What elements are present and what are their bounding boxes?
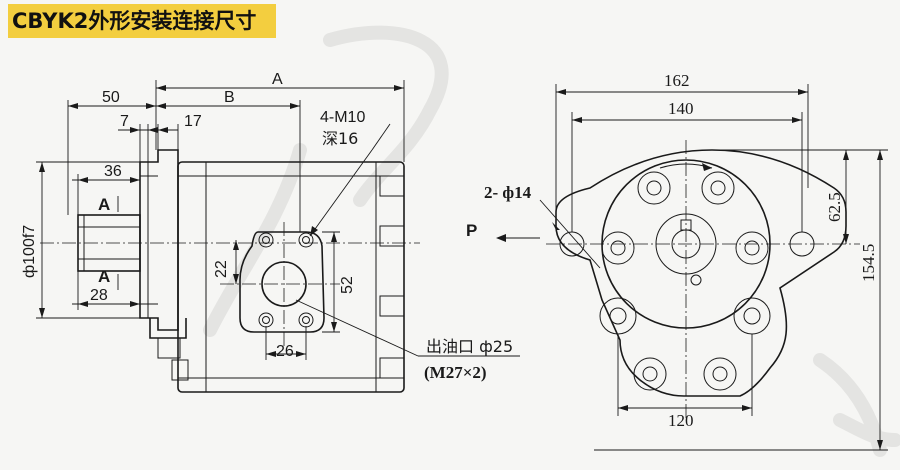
- dim-diameter-100: ф100f7: [21, 225, 38, 278]
- top-dimensions: [67, 80, 405, 310]
- dim-50: 50: [102, 89, 120, 106]
- dim-28: 28: [90, 287, 108, 304]
- dim-b: B: [224, 89, 235, 106]
- front-dimensions: [500, 84, 888, 451]
- dim-7: 7: [120, 113, 129, 130]
- front-view: 162 140 120 62.5 154.5 2- ф14 P: [466, 71, 888, 451]
- front-arrowheads: [496, 89, 883, 450]
- dim-154-5: 154.5: [859, 244, 878, 282]
- dim-36: 36: [104, 163, 122, 180]
- arrowheads: [39, 85, 404, 357]
- end-bolts: [171, 175, 405, 381]
- thread-callout-depth: 深16: [322, 129, 358, 148]
- section-mark-bottom: A: [98, 267, 110, 286]
- outlet-label: 出油口 ф25: [426, 337, 513, 356]
- outlet-thread: (M27×2): [424, 363, 487, 382]
- side-view: A B 50 7 17 36 28 22 52 26 ф100f7 A A 4-…: [21, 71, 520, 393]
- section-mark-top: A: [98, 195, 110, 214]
- page-title: CBYK2外形安装连接尺寸: [8, 4, 276, 38]
- dim-17: 17: [184, 113, 202, 130]
- dim-62-5: 62.5: [825, 192, 844, 222]
- dim-140: 140: [668, 99, 694, 118]
- front-bolts: [599, 171, 771, 391]
- dim-120: 120: [668, 411, 694, 430]
- dim-26: 26: [276, 343, 294, 360]
- dim-22: 22: [213, 260, 230, 278]
- dim-52: 52: [339, 276, 356, 294]
- thread-callout-size: 4-M10: [320, 109, 365, 126]
- watermark: [203, 25, 900, 457]
- mounting-flange: [139, 149, 179, 331]
- pump-body: [177, 161, 405, 393]
- mount-holes-label: 2- ф14: [484, 183, 532, 202]
- port-label: P: [466, 221, 477, 240]
- dim-a: A: [272, 71, 283, 88]
- dim-162: 162: [664, 71, 690, 90]
- front-flange: [555, 149, 847, 397]
